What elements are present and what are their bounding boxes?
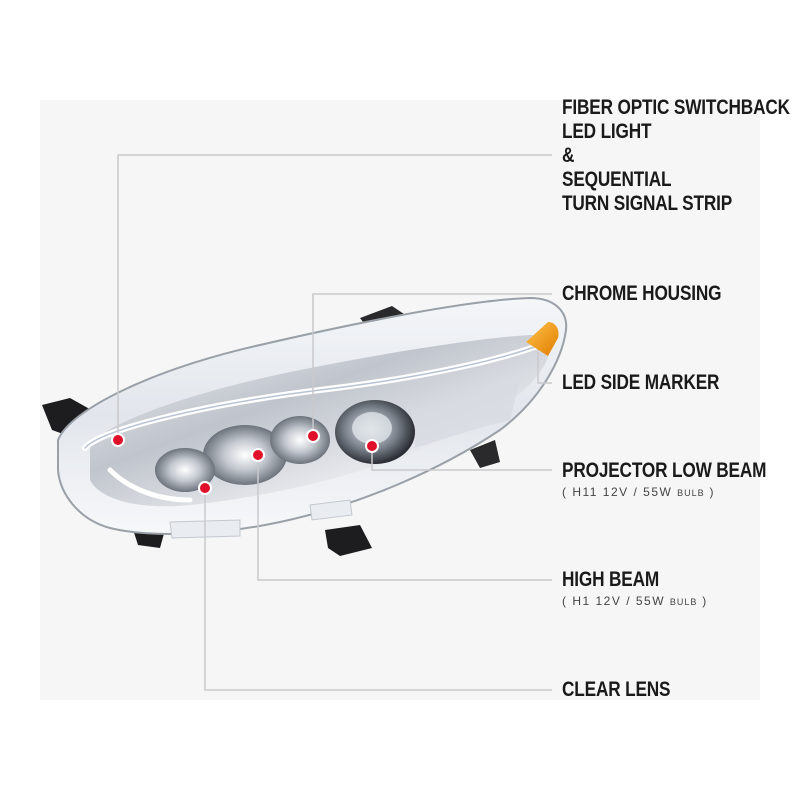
callout-line: FIBER OPTIC SWITCHBACK [562, 96, 790, 119]
callout-high-beam: HIGH BEAM ( H1 12V / 55W BULB ) [562, 568, 708, 608]
callout-line: & [562, 144, 575, 167]
callout-line: TURN SIGNAL STRIP [562, 192, 733, 215]
callout-led-side-marker: LED SIDE MARKER [562, 371, 754, 395]
spec-close: ) [697, 594, 708, 608]
leader-led-side-marker [537, 352, 552, 384]
spec-unit: BULB [677, 488, 705, 498]
callout-spec: ( H1 12V / 55W BULB ) [562, 594, 708, 608]
leader-lines [117, 154, 552, 691]
callout-spec: ( H11 12V / 55W BULB ) [562, 485, 800, 499]
marker-dot-high-beam [251, 448, 265, 462]
marker-dot-projector [365, 439, 379, 453]
callout-clear-lens: CLEAR LENS [562, 678, 694, 702]
leader-chrome-housing [312, 293, 552, 434]
callout-fiber-optic: FIBER OPTIC SWITCHBACK LED LIGHT & SEQUE… [562, 96, 800, 216]
spec-close: ) [704, 485, 716, 499]
marker-dot-clear-lens [198, 481, 212, 495]
leader-clear-lens [204, 488, 552, 691]
callout-line: HIGH BEAM [562, 568, 660, 591]
marker-dot-fiber-optic [111, 433, 125, 447]
spec-text: ( H11 12V / 55W [562, 485, 678, 499]
callout-line: PROJECTOR LOW BEAM [562, 459, 767, 482]
led-side-marker [526, 322, 559, 356]
callout-line: SEQUENTIAL [562, 168, 672, 191]
spec-unit: BULB [669, 597, 698, 607]
callout-line: LED LIGHT [562, 120, 652, 143]
spec-text: ( H1 12V / 55W [562, 594, 670, 608]
leader-fiber-optic [117, 154, 552, 438]
callout-line: CHROME HOUSING [562, 282, 722, 305]
marker-dots [111, 429, 379, 495]
leader-high-beam [257, 454, 552, 581]
callout-line: CLEAR LENS [562, 678, 671, 701]
high-beam-reflector [203, 425, 287, 485]
marker-dot-chrome-housing [306, 429, 320, 443]
callout-projector-low-beam: PROJECTOR LOW BEAM ( H11 12V / 55W BULB … [562, 459, 800, 499]
callout-chrome-housing: CHROME HOUSING [562, 282, 756, 306]
leader-projector-low-beam [371, 445, 552, 471]
callout-line: LED SIDE MARKER [562, 371, 720, 394]
